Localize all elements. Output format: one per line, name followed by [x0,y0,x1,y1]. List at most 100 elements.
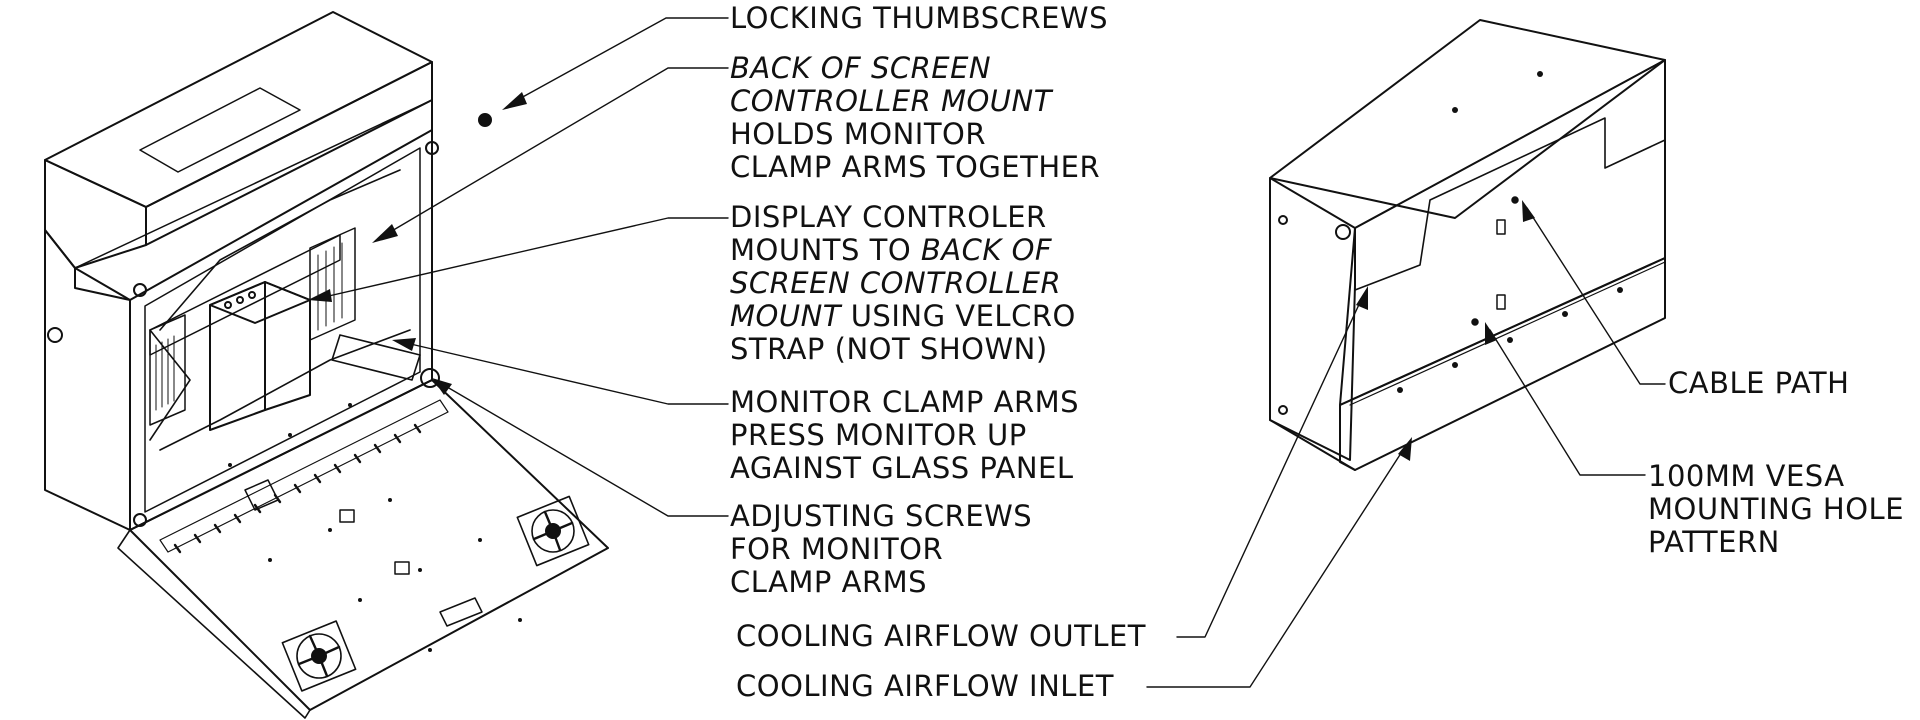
rear-screw [1278,215,1288,225]
callout-line: CLAMP ARMS [730,566,1032,599]
callout-text: HOLDS MONITOR [730,117,987,151]
rear-bottom-rail [1339,257,1666,471]
display-controller-side [264,281,311,411]
thumbscrew [47,327,63,343]
callout-cooling-outlet: COOLING AIRFLOW OUTLET [736,620,1146,653]
callout-line: COOLING AIRFLOW OUTLET [736,620,1146,653]
hood-notch [139,87,301,173]
rear-rail-holes [1397,71,1623,393]
fan-lower [281,620,357,692]
callout-text: CABLE PATH [1668,366,1850,400]
rail-left [149,234,341,356]
adjusting-screw-head [420,368,440,388]
callout-text: ADJUSTING SCREWS [730,499,1033,533]
arrowhead [392,338,416,351]
callout-text: BACK OF SCREEN [730,51,992,85]
callout-text: USING VELCRO [840,299,1076,333]
callout-line: FOR MONITOR [730,533,1032,566]
arrowhead [1522,200,1535,222]
box-frame [129,129,433,531]
leader-display-controller [319,217,729,299]
callout-line: 100MM VESA [1648,460,1904,493]
box-frame-inner [144,147,421,513]
callout-text: LOCKING THUMBSCREWS [730,1,1109,35]
door-panel-edge [117,529,311,719]
callout-line: MOUNT USING VELCRO [730,300,1076,333]
callout-cooling-inlet: COOLING AIRFLOW INLET [736,670,1114,703]
callout-text: MONITOR CLAMP ARMS [730,385,1080,419]
callout-text: COOLING AIRFLOW OUTLET [736,619,1147,653]
callout-text: 100MM VESA [1648,459,1845,493]
callout-text: BACK OF [920,233,1053,267]
arrowhead [1356,286,1368,310]
leader-locking-thumbscrews [509,17,729,105]
callout-line: COOLING AIRFLOW INLET [736,670,1114,703]
callout-line: PATTERN [1648,526,1904,559]
callout-line: CONTROLLER MOUNT [730,85,1100,118]
thumbscrew [133,283,147,297]
vesa-holes [1471,196,1519,326]
arrowhead [432,378,452,395]
door-clip [339,509,355,523]
callout-text: CLAMP ARMS TOGETHER [730,150,1101,184]
callout-line: BACK OF SCREEN [730,52,1100,85]
rear-edge [1269,419,1356,471]
clamp-arm-upper [159,169,401,331]
callout-line: STRAP (NOT SHOWN) [730,333,1076,366]
callout-line: DISPLAY CONTROLER [730,201,1076,234]
rear-screw [1278,405,1288,415]
callout-line: CLAMP ARMS TOGETHER [730,151,1100,184]
callout-locking-thumbscrews: LOCKING THUMBSCREWS [730,2,1108,35]
callout-text: AGAINST GLASS PANEL [730,451,1074,485]
controller-button [236,296,244,304]
rear-side [1269,177,1356,461]
leader-back-mount [384,67,729,236]
callout-line: SCREEN CONTROLLER [730,267,1076,300]
door-tab [244,479,279,511]
door-hinge-strip [159,399,449,553]
rear-cover-raised [1354,59,1666,291]
loose-thumbscrew [478,113,492,127]
hood-top [44,11,433,208]
callout-line: MONITOR CLAMP ARMS [730,386,1079,419]
hood-side [44,159,147,269]
callout-text: MOUNTING HOLE [1648,492,1905,526]
door-panel [129,379,609,711]
rail-vertical-right [309,227,356,341]
arrowhead [1398,437,1412,461]
callout-text: FOR MONITOR [730,532,944,566]
callout-text: DISPLAY CONTROLER [730,200,1047,234]
callout-line: AGAINST GLASS PANEL [730,452,1079,485]
adjusting-screw-body [331,334,421,381]
callout-line: ADJUSTING SCREWS [730,500,1032,533]
leader-clamp-arms [401,341,729,405]
fan-upper [516,495,590,567]
callout-text: SCREEN CONTROLLER [730,266,1062,300]
controller-button [248,291,256,299]
clamp-arm-lower [159,329,411,451]
leader-arrowheads [308,92,1535,461]
arrowhead [372,224,398,243]
callout-text: CONTROLLER MOUNT [730,84,1052,118]
rear-thumbscrew [1335,224,1351,240]
leader-lines [319,17,1666,688]
callout-text: COOLING AIRFLOW INLET [736,669,1114,703]
callout-line: LOCKING THUMBSCREWS [730,2,1108,35]
door-hinge-teeth [173,423,422,554]
callout-text: PRESS MONITOR UP [730,418,1027,452]
frame-edge-left [74,267,131,301]
leader-cable-path [1526,207,1666,385]
arrowhead [308,289,332,302]
leader-adjusting-screws [441,383,729,517]
open-enclosure [44,11,609,719]
callout-text: CLAMP ARMS [730,565,928,599]
arrowhead [1485,322,1497,345]
controller-button [224,301,232,309]
door-clip [394,561,410,575]
